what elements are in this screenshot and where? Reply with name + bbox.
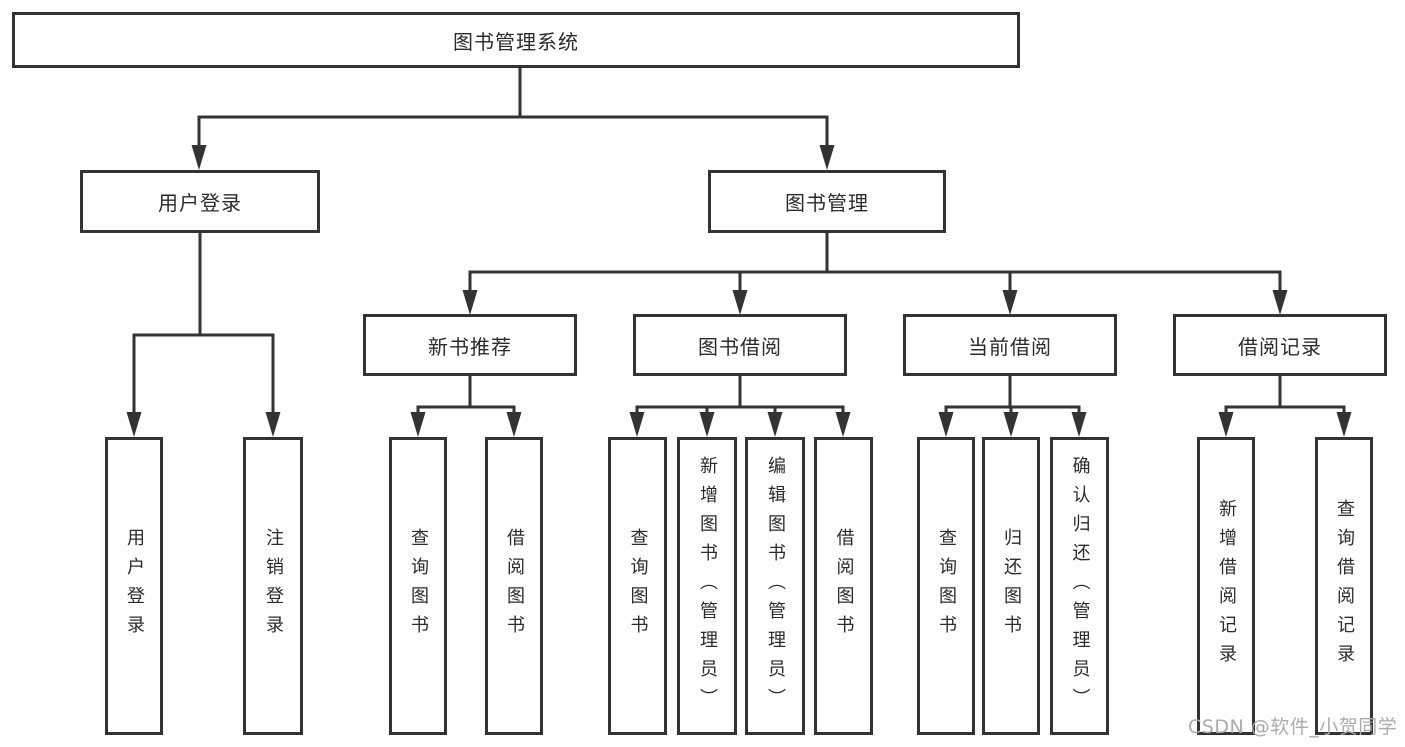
connector-book-mgmt-to-level3 <box>462 233 1288 315</box>
node-current-borrow: 当前借阅 <box>903 314 1117 376</box>
node-leaf-query-book-1: 查询图书 <box>389 437 447 735</box>
node-leaf-add-borrow-record: 新增借阅记录 <box>1197 437 1255 735</box>
connector-current-borrow-children <box>938 376 1087 437</box>
node-leaf-label: 查询图书 <box>627 528 649 644</box>
node-root: 图书管理系统 <box>12 12 1020 68</box>
node-leaf-label: 注销登录 <box>263 528 284 644</box>
node-leaf-label: 借阅图书 <box>833 528 855 644</box>
connector-book-borrow-children <box>629 376 851 437</box>
node-leaf-borrow-book-1: 借阅图书 <box>485 437 543 735</box>
connector-user-login-children <box>126 233 281 437</box>
csdn-watermark: CSDN @软件_小贺同学 <box>1188 716 1398 738</box>
node-leaf-query-book-2: 查询图书 <box>608 437 667 735</box>
node-leaf-confirm-return-admin: 确认归还（管理员） <box>1050 437 1109 735</box>
node-leaf-label: 归还图书 <box>1001 528 1022 644</box>
node-leaf-query-book-3: 查询图书 <box>917 437 975 735</box>
node-leaf-logout: 注销登录 <box>243 437 303 735</box>
node-book-borrow: 图书借阅 <box>633 314 847 376</box>
node-leaf-borrow-book-2: 借阅图书 <box>814 437 873 735</box>
node-leaf-user-login: 用户登录 <box>105 437 163 735</box>
node-user-login: 用户登录 <box>80 170 320 233</box>
node-leaf-return-book: 归还图书 <box>982 437 1040 735</box>
node-leaf-label: 查询借阅记录 <box>1334 499 1355 673</box>
node-leaf-label: 查询图书 <box>936 528 957 644</box>
node-leaf-label: 用户登录 <box>124 528 145 644</box>
node-book-mgmt: 图书管理 <box>708 170 946 233</box>
node-leaf-query-borrow-record: 查询借阅记录 <box>1315 437 1373 735</box>
node-leaf-label: 确认归还（管理员） <box>1069 455 1091 717</box>
connector-borrow-record-children <box>1218 376 1352 437</box>
node-leaf-label: 编辑图书（管理员） <box>765 455 786 717</box>
node-leaf-edit-book-admin: 编辑图书（管理员） <box>745 437 805 735</box>
node-borrow-record: 借阅记录 <box>1173 314 1387 376</box>
node-leaf-label: 借阅图书 <box>504 528 525 644</box>
node-leaf-add-book-admin: 新增图书（管理员） <box>677 437 737 735</box>
node-leaf-label: 查询图书 <box>408 528 429 644</box>
connector-new-book-children <box>410 376 522 437</box>
node-new-book-recommend: 新书推荐 <box>363 314 577 376</box>
connector-root-to-level2 <box>191 68 835 170</box>
node-leaf-label: 新增图书（管理员） <box>697 455 718 717</box>
node-leaf-label: 新增借阅记录 <box>1216 499 1237 673</box>
